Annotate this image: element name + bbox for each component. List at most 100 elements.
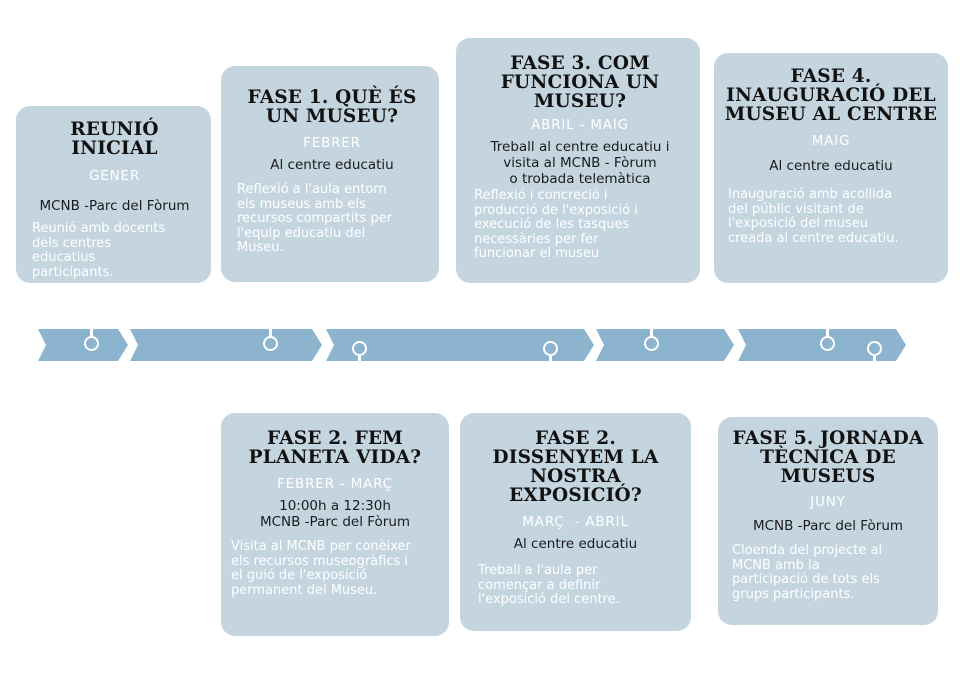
card-title: FASE 4. INAUGURACIÓ DEL MUSEU AL CENTRE	[722, 67, 940, 124]
timeline-dot-reunio	[84, 336, 99, 351]
connector-fase4	[826, 280, 829, 342]
place-line: o trobada telemàtica	[509, 171, 651, 187]
card-description: Reflexió i concreció i producció de l'ex…	[470, 188, 690, 262]
desc-line: Visita al MCNB per conèixer	[231, 539, 411, 554]
timeline-dot-fase4	[820, 336, 835, 351]
desc-line: producció de l'exposició i	[474, 202, 638, 218]
desc-line: participants.	[32, 264, 114, 280]
desc-line: recursos compartits per	[237, 211, 393, 226]
connector-fase1	[269, 280, 272, 342]
card-place: Treball al centre educatiu i visita al M…	[470, 139, 690, 187]
title-line: NOSTRA	[529, 466, 622, 487]
card-fase2-planeta: FASE 2. FEM PLANETA VIDA? FEBRER - MARÇ …	[221, 413, 449, 636]
title-line: REUNIÓ INICIAL	[70, 119, 159, 159]
desc-line: Inauguració amb acollida	[728, 187, 893, 202]
desc-line: Treball a l'aula per	[478, 563, 598, 578]
desc-line: Reflexió a l'aula entorn	[237, 182, 387, 197]
title-line: FASE 5. JORNADA	[732, 428, 924, 449]
title-line: INAUGURACIÓ DEL	[726, 85, 936, 106]
card-place: MCNB -Parc del Fòrum	[726, 518, 930, 534]
timeline-arrow-1	[38, 329, 128, 361]
title-line: UN MUSEU?	[265, 106, 399, 127]
card-fase3: FASE 3. COM FUNCIONA UN MUSEU? ABRIL - M…	[456, 38, 700, 283]
card-date: MAIG	[811, 133, 851, 149]
connector-fase3	[650, 280, 653, 342]
title-line: PLANETA VIDA?	[248, 447, 422, 468]
desc-line: execució de les tasques	[474, 217, 630, 232]
desc-line: l'exposició del centre.	[478, 592, 620, 607]
title-line: MUSEU AL CENTRE	[724, 104, 938, 125]
desc-line: Reunió amb docents	[32, 221, 166, 236]
place-line: MCNB -Parc del Fòrum	[259, 514, 411, 530]
place-line: Al centre educatiu	[270, 157, 394, 173]
title-line: EXPOSICIÓ?	[509, 485, 642, 506]
card-fase5: FASE 5. JORNADA TÈCNICA DE MUSEUS JUNY M…	[718, 417, 938, 625]
card-place: 10:00h a 12:30h MCNB -Parc del Fòrum	[229, 498, 441, 530]
place-line: visita al MCNB - Fòrum	[503, 155, 657, 171]
card-description: Treball a l'aula per començar a definir …	[468, 563, 683, 608]
card-title: FASE 5. JORNADA TÈCNICA DE MUSEUS	[726, 429, 930, 486]
connector-reunio	[90, 280, 93, 342]
card-place: Al centre educatiu	[235, 157, 429, 173]
card-title: REUNIÓ INICIAL	[28, 120, 201, 158]
card-title: FASE 1. QUÈ ÉS UN MUSEU?	[235, 88, 429, 126]
card-fase1: FASE 1. QUÈ ÉS UN MUSEU? FEBRER Al centr…	[221, 66, 439, 282]
desc-line: el guió de l'exposició	[231, 568, 368, 583]
timeline-arrow-4	[596, 329, 734, 361]
title-line: FASE 4.	[790, 66, 872, 87]
timeline-dot-fase2-planeta	[352, 341, 367, 356]
card-title: FASE 3. COM FUNCIONA UN MUSEU?	[470, 54, 690, 111]
title-line: FASE 2. FEM	[267, 428, 403, 449]
title-line: FASE 1. QUÈ ÉS	[247, 87, 417, 108]
card-description: Reflexió a l'aula entorn els museus amb …	[235, 182, 429, 256]
card-date: ABRIL - MAIG	[531, 117, 629, 133]
card-place: MCNB -Parc del Fòrum	[28, 198, 201, 214]
place-line: 10:00h a 12:30h	[279, 498, 391, 514]
card-date: GENER	[89, 168, 140, 184]
timeline-dot-fase2-dissenyem	[543, 341, 558, 356]
desc-line: els recursos museogràfics i	[231, 553, 408, 569]
title-line: FASE 3. COM	[510, 53, 650, 74]
title-line: MUSEU?	[533, 91, 627, 112]
place-line: MCNB -Parc del Fòrum	[752, 518, 904, 534]
card-fase2-dissenyem: FASE 2. DISSENYEM LA NOSTRA EXPOSICIÓ? M…	[460, 413, 691, 631]
desc-line: dels centres	[32, 235, 112, 251]
desc-line: del públic visitant de	[728, 201, 864, 217]
card-date: FEBRER - MARÇ	[277, 476, 393, 492]
timeline-arrow-3	[326, 329, 594, 361]
desc-line: Museu.	[237, 240, 284, 255]
card-place: Al centre educatiu	[722, 158, 940, 174]
timeline-dot-fase1	[263, 336, 278, 351]
title-line: FUNCIONA UN	[500, 72, 660, 93]
desc-line: MCNB amb la	[732, 557, 820, 573]
card-description: Visita al MCNB per conèixer els recursos…	[229, 539, 441, 598]
card-description: Reunió amb docents dels centres educatiu…	[28, 221, 201, 280]
desc-line: permanent del Museu.	[231, 582, 378, 598]
desc-line: els museus amb els	[237, 196, 366, 212]
title-line: TÈCNICA DE	[760, 447, 896, 468]
card-reunio-inicial: REUNIÓ INICIAL GENER MCNB -Parc del Fòru…	[16, 106, 211, 283]
place-line: Treball al centre educatiu i	[490, 139, 670, 155]
title-line: DISSENYEM LA	[492, 447, 659, 468]
timeline-dot-fase3	[644, 336, 659, 351]
timeline-arrow-2	[130, 329, 322, 361]
card-description: Inauguració amb acollida del públic visi…	[722, 187, 940, 246]
title-line: FASE 2.	[534, 428, 617, 449]
connector-fase5	[873, 348, 876, 420]
desc-line: creada al centre educatiu.	[728, 230, 899, 246]
card-title: FASE 2. FEM PLANETA VIDA?	[229, 429, 441, 467]
card-date: JUNY	[810, 494, 846, 510]
desc-line: Cloenda del projecte al	[732, 543, 883, 558]
timeline-dot-fase5	[867, 341, 882, 356]
place-line: MCNB -Parc del Fòrum	[39, 198, 190, 214]
card-description: Cloenda del projecte al MCNB amb la part…	[726, 543, 930, 602]
desc-line: grups participants.	[732, 586, 855, 602]
card-title: FASE 2. DISSENYEM LA NOSTRA EXPOSICIÓ?	[468, 429, 683, 505]
desc-line: educatius	[32, 250, 96, 265]
desc-line: començar a definir	[478, 577, 601, 593]
title-line: MUSEUS	[780, 466, 876, 487]
desc-line: l'exposició del museu	[728, 216, 868, 231]
card-date: FEBRER	[303, 135, 361, 151]
place-line: Al centre educatiu	[513, 536, 638, 552]
place-line: Al centre educatiu	[769, 158, 893, 174]
